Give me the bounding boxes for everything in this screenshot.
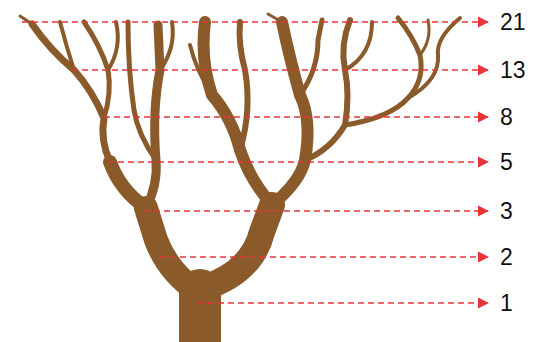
branch bbox=[128, 22, 156, 160]
branch bbox=[160, 22, 173, 70]
branch bbox=[305, 20, 350, 160]
level-arrow bbox=[144, 210, 488, 212]
level-number: 3 bbox=[498, 198, 515, 224]
tree-branches bbox=[20, 14, 460, 342]
level-number: 1 bbox=[498, 290, 515, 316]
branch bbox=[408, 18, 460, 98]
branch bbox=[420, 20, 429, 55]
level-number: 5 bbox=[498, 149, 515, 175]
branch bbox=[345, 18, 421, 125]
level-number: 8 bbox=[498, 104, 515, 130]
branch bbox=[345, 22, 372, 70]
level-arrow bbox=[22, 21, 488, 23]
level-number: 13 bbox=[498, 57, 528, 83]
level-arrow bbox=[108, 161, 488, 163]
branch bbox=[110, 162, 146, 208]
branch bbox=[240, 22, 248, 150]
branch bbox=[204, 22, 272, 205]
branch bbox=[300, 20, 322, 95]
level-arrows bbox=[22, 22, 488, 303]
branch bbox=[108, 22, 118, 70]
branch bbox=[146, 208, 198, 292]
level-number: 2 bbox=[498, 244, 515, 270]
level-arrow bbox=[72, 69, 488, 71]
level-number: 21 bbox=[498, 9, 528, 35]
level-arrow bbox=[160, 256, 488, 258]
branch bbox=[204, 205, 272, 288]
branch bbox=[268, 14, 282, 22]
branch bbox=[272, 22, 308, 205]
level-arrow bbox=[104, 116, 488, 118]
branch bbox=[60, 22, 74, 70]
level-arrow bbox=[198, 302, 488, 304]
